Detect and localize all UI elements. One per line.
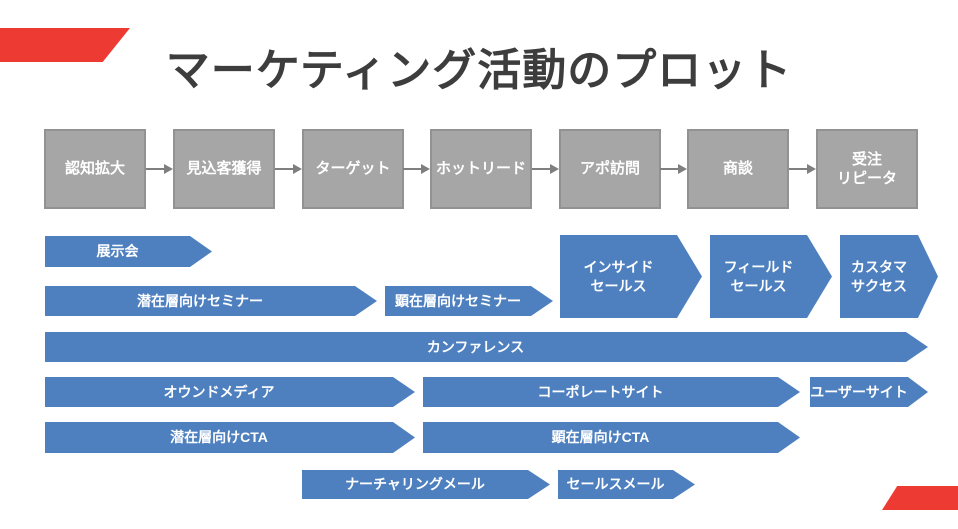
stage-target: ターゲット xyxy=(302,129,404,209)
right-arrow-icon xyxy=(146,164,173,174)
stage-awareness: 認知拡大 xyxy=(44,129,146,209)
right-arrow-icon xyxy=(789,164,816,174)
activity-cta-evident: 顕在層向けCTA xyxy=(423,422,800,453)
right-arrow-icon xyxy=(660,164,687,174)
activity-seminar-evident: 顕在層向けセミナー xyxy=(385,286,553,316)
activity-nurturing-mail: ナーチャリングメール xyxy=(302,470,550,499)
activity-owned-media: オウンドメディア xyxy=(45,377,415,407)
activity-user-site: ユーザーサイト xyxy=(810,377,928,407)
activity-exhibition: 展示会 xyxy=(45,236,212,267)
activity-conference: カンファレンス xyxy=(45,332,928,362)
page-title: マーケティング活動のプロット xyxy=(165,46,793,95)
right-arrow-icon xyxy=(532,164,559,174)
activity-inside-sales: インサイド セールス xyxy=(560,235,702,318)
stage-lead-acquisition: 見込客獲得 xyxy=(173,129,275,209)
activity-cta-latent: 潜在層向けCTA xyxy=(45,422,415,453)
stage-repeat-order: 受注 リピータ xyxy=(816,129,918,209)
red-accent-bottom-right xyxy=(882,486,958,510)
activity-customer-success: カスタマ サクセス xyxy=(840,235,938,318)
stage-appointment: アポ訪問 xyxy=(559,129,661,209)
activity-field-sales: フィールド セールス xyxy=(710,235,832,318)
activity-corporate-site: コーポレートサイト xyxy=(423,377,800,407)
activity-seminar-latent: 潜在層向けセミナー xyxy=(45,286,377,316)
right-arrow-icon xyxy=(403,164,430,174)
stage-negotiation: 商談 xyxy=(687,129,789,209)
activity-sales-mail: セールスメール xyxy=(558,470,695,499)
right-arrow-icon xyxy=(275,164,302,174)
stage-hot-lead: ホットリード xyxy=(430,129,532,209)
